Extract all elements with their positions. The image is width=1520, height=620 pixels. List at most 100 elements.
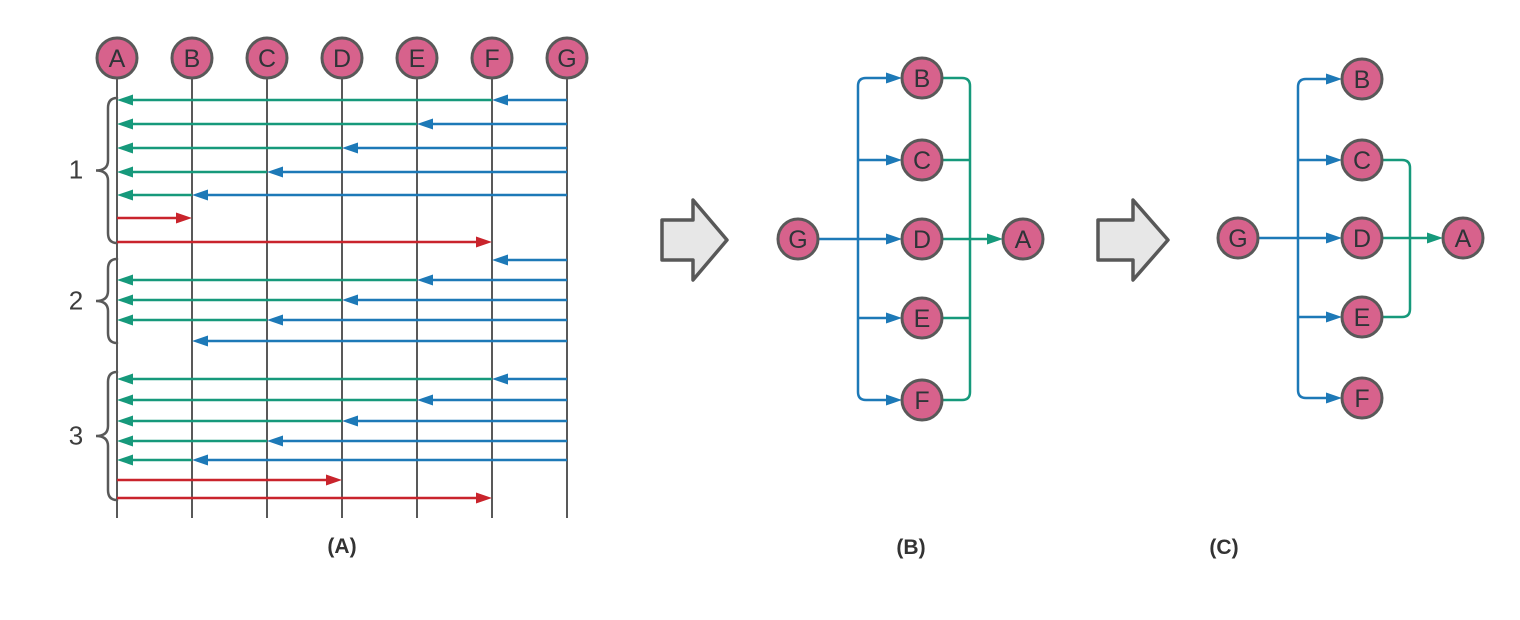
msg-E-to-A-arrowhead-icon [117,274,133,286]
node-A-seq-label: A [109,45,126,73]
msg-A-to-B-arrowhead-icon [176,212,192,224]
msg-G-to-D-arrowhead-icon [342,142,358,154]
node-D-seq-label: D [333,45,351,73]
msg-C-to-A-arrowhead-icon [117,435,133,447]
node-G-seq-label: G [557,45,576,73]
node-F-c-circle [1340,376,1384,420]
node-D-b-circle [900,217,944,261]
msg-G-to-C-arrowhead-icon [267,166,283,178]
caption-panel-a: (A) [327,535,357,558]
node-B-c-label: B [1354,66,1371,94]
node-A-c-circle [1441,216,1485,260]
node-E-b-label: E [914,305,931,333]
msg-G-to-E-arrowhead-icon [417,118,433,130]
msg-D-to-A-arrowhead-icon [117,294,133,306]
msg-G-to-F-arrowhead-icon [492,254,508,266]
msg-G-to-B-arrowhead-icon [192,454,208,466]
msg-G-to-B-arrowhead-icon [192,189,208,201]
msg-B-to-A-arrowhead-icon [117,454,133,466]
node-B-b-label: B [914,65,931,93]
node-C-b-label: C [913,147,931,175]
node-E-seq-label: E [409,45,426,73]
node-F-c-label: F [1354,385,1369,413]
node-C-seq-label: C [258,45,276,73]
edge-G-to-C-c-arrowhead-icon [1326,154,1342,166]
node-G-b-label: G [788,226,807,254]
message-group-2 [95,254,567,347]
node-D-c-label: D [1353,225,1371,253]
edge-G-to-C-b-arrowhead-icon [886,154,902,166]
msg-E-to-A-arrowhead-icon [117,394,133,406]
node-D-c-circle [1340,216,1384,260]
group-label-1: 1 [68,154,84,185]
node-B-c-circle [1340,57,1384,101]
msg-G-to-F-arrowhead-icon [492,94,508,106]
msg-F-to-A-arrowhead-icon [117,94,133,106]
node-D-b-label: D [913,226,931,254]
msg-G-to-E-arrowhead-icon [417,394,433,406]
edge-G-to-F-c-arrowhead-icon [1326,392,1342,404]
node-F-b-label: F [914,387,929,415]
brace-group-1 [95,96,119,245]
node-A-b-circle [1001,217,1045,261]
node-A-seq-circle [95,36,139,80]
msg-G-to-F-arrowhead-icon [492,373,508,385]
transition-arrow-icon-2 [1096,198,1170,282]
msg-A-to-F-arrowhead-icon [476,492,492,504]
msg-C-to-A-arrowhead-icon [117,166,133,178]
msg-G-to-E-arrowhead-icon [417,274,433,286]
message-group-1 [95,94,567,248]
node-B-seq-circle [170,36,214,80]
group-label-2: 2 [68,285,84,316]
msg-C-to-A-arrowhead-icon [117,314,133,326]
message-group-3 [95,370,567,504]
node-C-seq-circle [245,36,289,80]
edge-G-to-B-c-arrowhead-icon [1326,73,1342,85]
transition-arrow-icon-1 [660,198,729,282]
msg-B-to-A-arrowhead-icon [117,189,133,201]
node-C-b-circle [900,138,944,182]
edge-G-to-E-c-arrowhead-icon [1326,311,1342,323]
msg-G-to-D-arrowhead-icon [342,294,358,306]
msg-G-to-C-arrowhead-icon [267,435,283,447]
caption-panel-b: (B) [896,536,926,559]
msg-D-to-A-arrowhead-icon [117,415,133,427]
msg-E-to-A-arrowhead-icon [117,118,133,130]
node-A-b-label: A [1015,226,1032,254]
node-E-c-circle [1340,295,1384,339]
node-E-b-circle [900,296,944,340]
node-G-c-label: G [1228,225,1247,253]
edge-D-to-A-c-arrowhead-icon [1427,232,1443,244]
msg-A-to-F-arrowhead-icon [476,236,492,248]
msg-G-to-C-arrowhead-icon [267,314,283,326]
edge-G-to-D-c-arrowhead-icon [1326,232,1342,244]
node-D-seq-circle [320,36,364,80]
node-B-b-circle [900,56,944,100]
group-label-3: 3 [68,420,84,451]
node-F-seq-circle [470,36,514,80]
brace-group-2 [95,257,119,345]
node-F-seq-label: F [484,45,499,73]
edge-G-to-F-b-arrowhead-icon [886,394,902,406]
msg-G-to-D-arrowhead-icon [342,415,358,427]
edge-D-to-A-b-arrowhead-icon [987,233,1003,245]
msg-G-to-B-arrowhead-icon [192,335,208,347]
node-G-c-circle [1216,216,1260,260]
msg-A-to-D-arrowhead-icon [326,474,342,486]
node-E-seq-circle [395,36,439,80]
edge-G-to-E-b-arrowhead-icon [886,312,902,324]
node-A-c-label: A [1455,225,1472,253]
msg-D-to-A-arrowhead-icon [117,142,133,154]
brace-group-3 [95,370,119,502]
node-G-seq-circle [545,36,589,80]
node-C-c-circle [1340,138,1384,182]
edge-G-to-D-b-arrowhead-icon [886,233,902,245]
node-G-b-circle [776,217,820,261]
node-C-c-label: C [1353,147,1371,175]
node-F-b-circle [900,378,944,422]
edge-G-to-B-b-arrowhead-icon [886,72,902,84]
